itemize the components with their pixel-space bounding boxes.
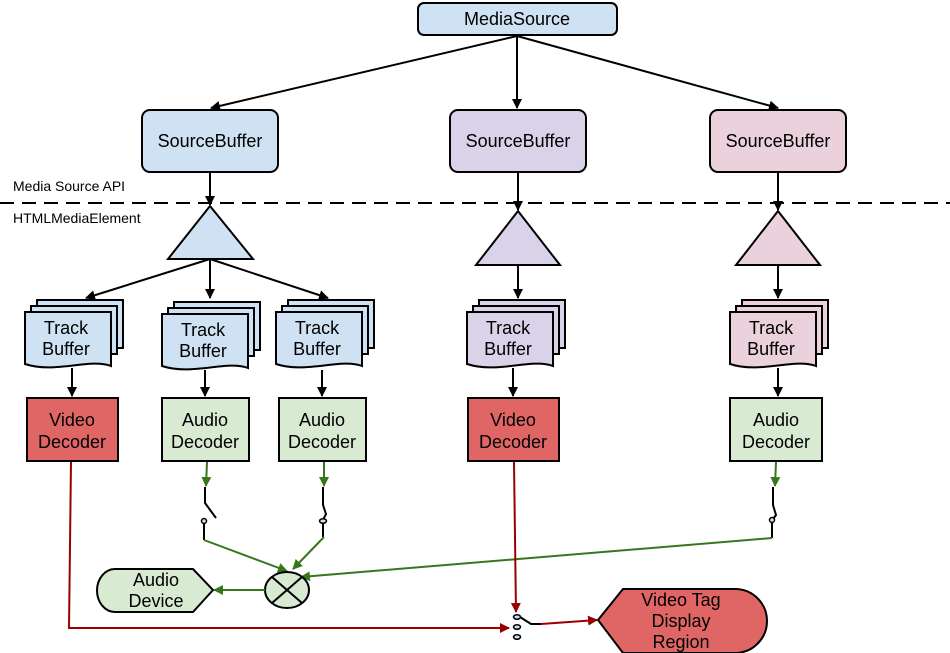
arrow-ms-to-sb3	[516, 35, 779, 111]
source-buffer-label: SourceBuffer	[726, 131, 831, 151]
arrow-demux1-to-tb3	[209, 258, 329, 300]
demux-triangle-1	[165, 204, 256, 260]
video-region-label-line2: Display	[651, 611, 710, 631]
video-region-label-line3: Region	[652, 632, 709, 652]
track-buffer-label-line1: Track	[749, 318, 794, 338]
track-buffer-label-line1: Track	[181, 320, 226, 340]
arrow-switch2-to-mixer	[292, 536, 325, 570]
audio-switch-2-closed	[318, 487, 328, 537]
audio-mixer-icon	[264, 571, 310, 609]
arrow-switch3-to-mixer	[300, 537, 773, 582]
source-buffer-label: SourceBuffer	[158, 131, 263, 151]
decoder-1-video: Video Decoder	[26, 397, 119, 462]
source-buffer-label: SourceBuffer	[466, 131, 571, 151]
decoder-label-line1: Video	[490, 410, 536, 430]
decoder-label-line2: Decoder	[479, 432, 547, 452]
track-buffer-label-line1: Track	[44, 318, 89, 338]
track-buffer-label-line1: Track	[295, 318, 340, 338]
track-buffer-label-line2: Buffer	[179, 341, 227, 361]
media-source-node: MediaSource	[417, 2, 618, 36]
decoder-label-line1: Audio	[753, 410, 799, 430]
arrow-ms-to-sb1	[210, 35, 518, 111]
arrow-dec5-to-switch	[770, 461, 781, 487]
video-region-label-line1: Video Tag	[641, 590, 720, 610]
api-label-media-source: Media Source API	[13, 178, 125, 194]
decoder-label-line2: Decoder	[171, 432, 239, 452]
audio-device-label-line1: Audio	[133, 570, 179, 590]
track-buffer-label-line2: Buffer	[42, 339, 90, 359]
decoder-label-line1: Audio	[182, 410, 228, 430]
decoder-label-line2: Decoder	[38, 432, 106, 452]
decoder-4-video: Video Decoder	[467, 397, 560, 462]
source-buffer-1: SourceBuffer	[141, 109, 279, 173]
decoder-3-audio: Audio Decoder	[278, 397, 367, 462]
audio-switch-1-open	[200, 487, 217, 540]
arrow-video-dec4-to-selector	[510, 461, 521, 613]
track-buffer-label-line2: Buffer	[747, 339, 795, 359]
source-buffer-2: SourceBuffer	[449, 109, 587, 173]
decoder-label-line2: Decoder	[288, 432, 356, 452]
demux-triangle-3	[733, 209, 823, 266]
track-buffer-label-line2: Buffer	[484, 339, 532, 359]
track-buffer-page	[275, 311, 363, 369]
api-label-html-media-element: HTMLMediaElement	[13, 210, 141, 226]
arrow-switch1-to-mixer	[203, 539, 288, 573]
video-selector-switch	[512, 614, 541, 640]
arrow-demux1-to-tb1	[85, 258, 211, 301]
source-buffer-3: SourceBuffer	[709, 109, 847, 173]
arrow-selector-to-video-region	[540, 615, 598, 626]
decoder-5-audio: Audio Decoder	[729, 397, 823, 462]
video-tag-display-region: Video Tag Display Region	[596, 588, 768, 653]
audio-switch-3-closed	[768, 487, 778, 538]
track-buffer-label-line2: Buffer	[293, 339, 341, 359]
decoder-label-line2: Decoder	[742, 432, 810, 452]
audio-device-label-line2: Device	[128, 591, 183, 611]
demux-triangle-2	[473, 209, 563, 266]
track-buffer-label-line1: Track	[486, 318, 531, 338]
track-buffer-page	[24, 311, 112, 369]
track-buffer-page	[729, 311, 817, 369]
media-source-label: MediaSource	[464, 9, 570, 29]
arrow-dec2-to-switch	[201, 461, 212, 487]
track-buffer-page	[466, 311, 554, 369]
arrow-video-dec1-to-selector	[67, 461, 510, 633]
track-buffer-page	[161, 313, 249, 371]
decoder-label-line1: Audio	[299, 410, 345, 430]
decoder-2-audio: Audio Decoder	[161, 397, 250, 462]
decoder-label-line1: Video	[49, 410, 95, 430]
audio-device-node: Audio Device	[96, 568, 215, 613]
